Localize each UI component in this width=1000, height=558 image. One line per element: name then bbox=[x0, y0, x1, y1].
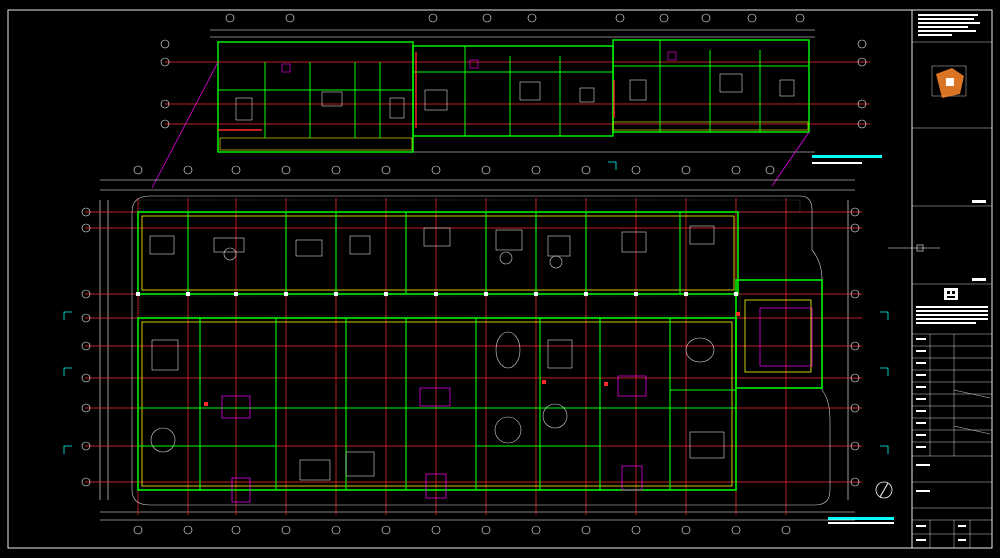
scale-bar-upper bbox=[812, 155, 882, 158]
project-stamp-icon bbox=[944, 288, 958, 300]
scale-bar-lower bbox=[828, 517, 894, 520]
north-arrow-icon bbox=[875, 481, 893, 499]
key-plan-thumbnail bbox=[931, 65, 967, 98]
upper-partial-floor-plan bbox=[151, 13, 870, 189]
drawing-border bbox=[7, 9, 993, 549]
detail-marker bbox=[888, 244, 940, 252]
title-block bbox=[912, 14, 992, 548]
main-floor-plan bbox=[63, 161, 889, 535]
